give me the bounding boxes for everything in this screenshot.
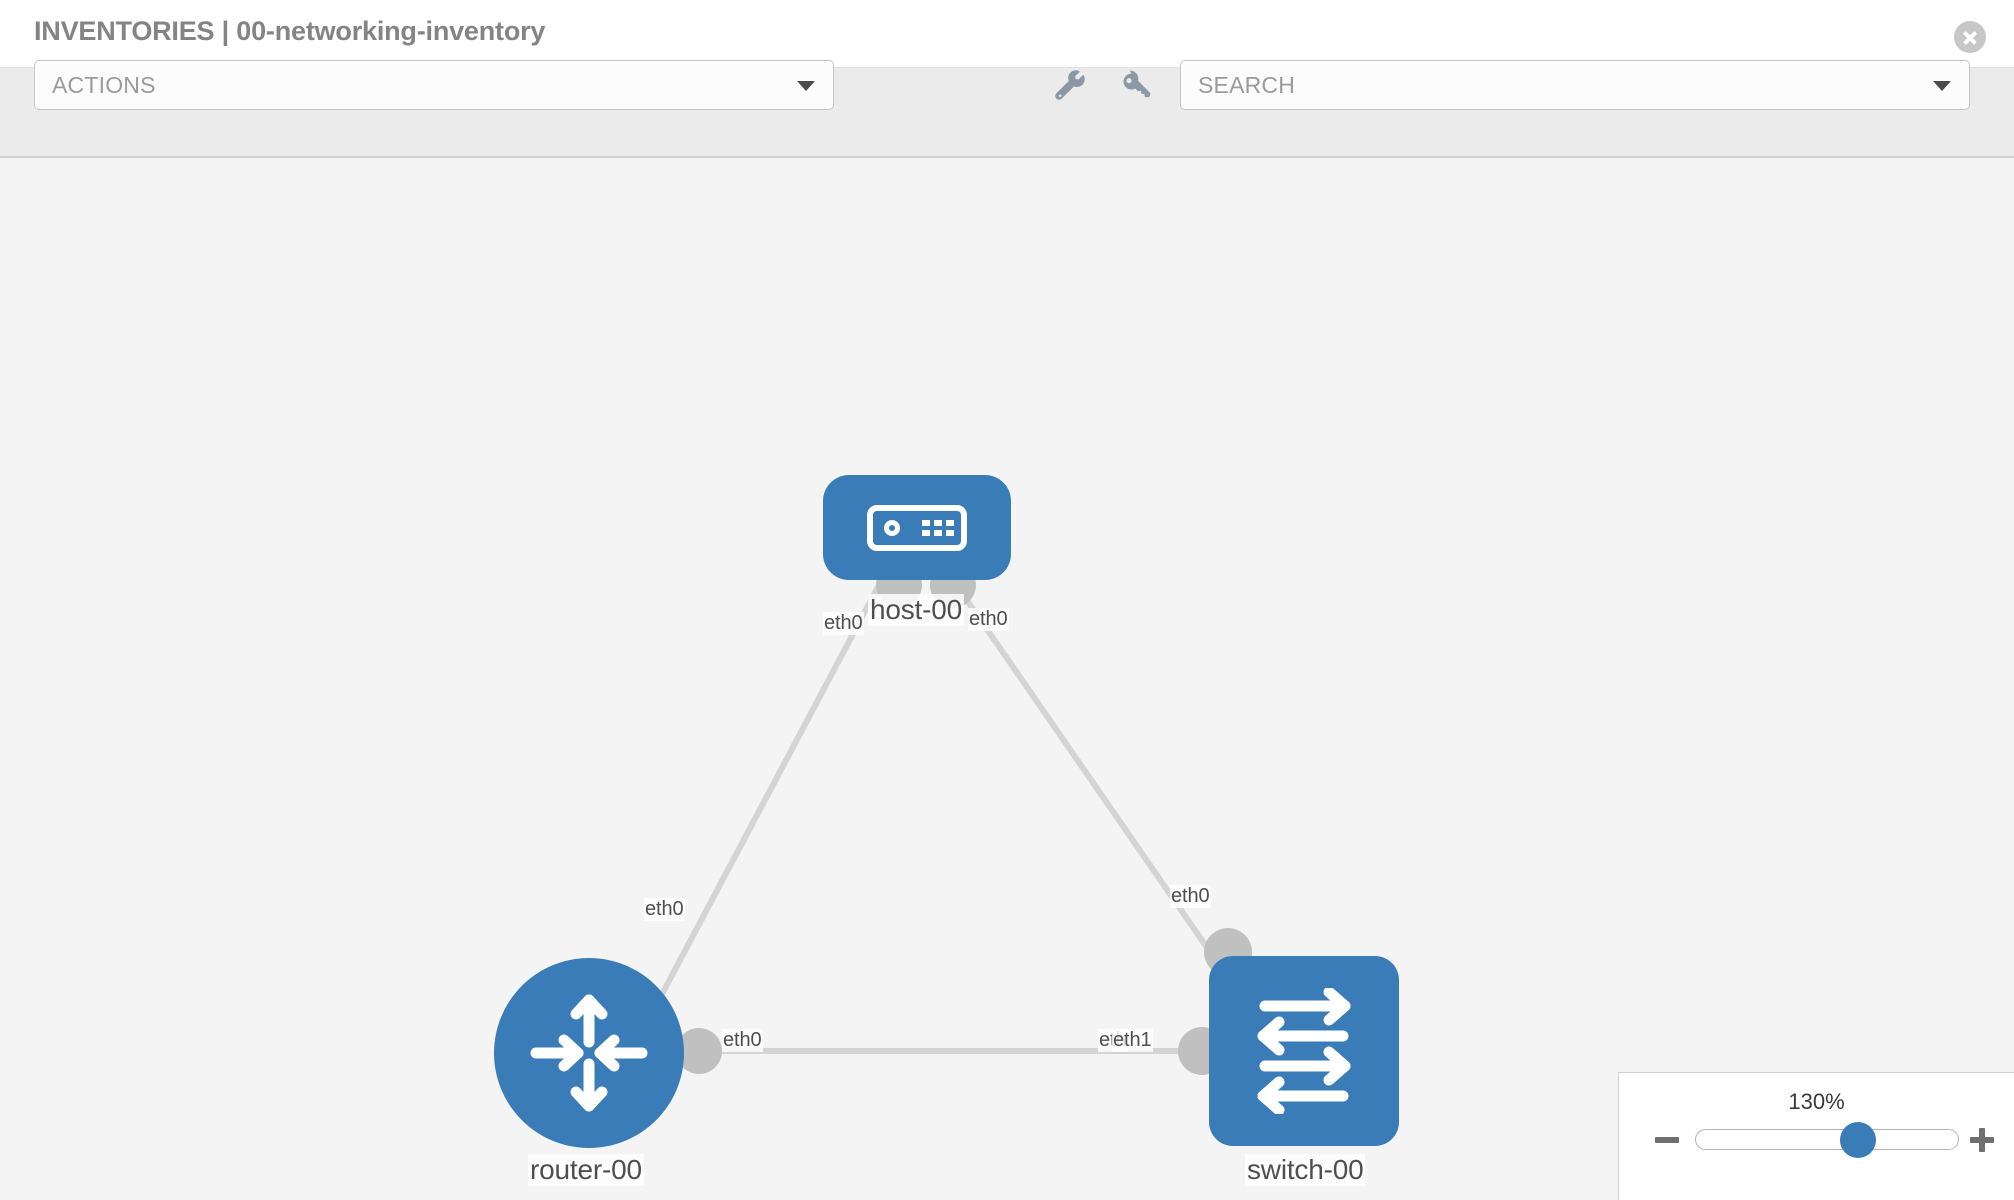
node-host-00[interactable] — [823, 475, 1011, 580]
search-placeholder: SEARCH — [1198, 71, 1296, 98]
edge-label-switch-up: eth0 — [1170, 885, 1211, 908]
edge-label-router-up: eth0 — [644, 898, 685, 921]
edge-label-switch-left: eth1 — [1112, 1029, 1153, 1052]
node-label-switch-00: switch-00 — [1245, 1154, 1366, 1186]
zoom-control-panel: 130% — [1618, 1072, 2014, 1200]
edge-label-host-left: eth0 — [823, 612, 864, 635]
zoom-slider[interactable] — [1695, 1122, 1959, 1158]
actions-dropdown[interactable]: ACTIONS — [34, 60, 834, 110]
node-router-00[interactable] — [494, 958, 684, 1148]
node-label-host-00: host-00 — [868, 594, 964, 626]
router-arrows-icon — [530, 994, 648, 1112]
actions-dropdown-label: ACTIONS — [52, 71, 156, 98]
zoom-level-label: 130% — [1788, 1089, 1845, 1114]
key-icon[interactable] — [1115, 70, 1159, 106]
topology-canvas[interactable]: host-00 router-00 switch-00 eth0 eth0 et… — [0, 158, 2014, 1200]
zoom-slider-thumb[interactable] — [1840, 1122, 1877, 1158]
topology-edges — [657, 581, 1231, 1054]
chevron-down-icon[interactable] — [797, 81, 815, 91]
page-title: INVENTORIES | 00-networking-inventory — [34, 16, 546, 46]
search-input[interactable]: SEARCH — [1180, 60, 1970, 110]
edge-host-router — [657, 581, 883, 1000]
edge-label-host-right: eth0 — [968, 608, 1009, 631]
wrench-icon[interactable] — [1048, 70, 1092, 106]
zoom-out-button[interactable] — [1653, 1125, 1681, 1153]
zoom-in-button[interactable] — [1968, 1125, 1996, 1153]
toolbar: ACTIONS SEARCH — [0, 60, 2014, 158]
edge-host-switch — [952, 581, 1231, 980]
node-label-router-00: router-00 — [528, 1154, 644, 1186]
chevron-down-icon[interactable] — [1933, 81, 1951, 91]
switch-arrows-icon — [1257, 988, 1351, 1114]
server-icon — [867, 504, 967, 551]
node-switch-00[interactable] — [1209, 956, 1399, 1146]
edge-label-router-right: eth0 — [722, 1029, 763, 1052]
close-icon[interactable] — [1954, 21, 1986, 53]
page-header: INVENTORIES | 00-networking-inventory — [0, 0, 2014, 68]
